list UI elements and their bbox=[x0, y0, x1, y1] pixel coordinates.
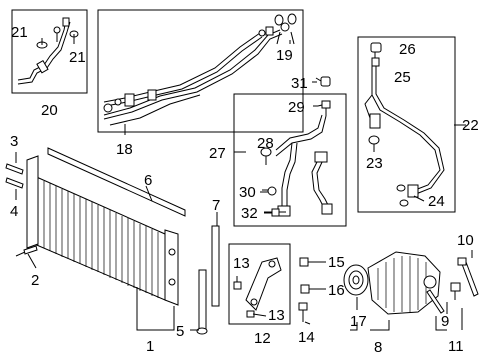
callout-18: 18 bbox=[116, 141, 133, 158]
callout-22: 22 bbox=[462, 117, 479, 134]
callout-9: 9 bbox=[441, 313, 449, 330]
bolt-2 bbox=[15, 245, 38, 257]
callout-21b: 21 bbox=[69, 49, 86, 66]
callout-30: 30 bbox=[239, 184, 256, 201]
o-ring-28 bbox=[260, 147, 272, 165]
nut-13-bottom bbox=[246, 310, 255, 318]
valve-cap-31 bbox=[320, 76, 331, 87]
nut-11 bbox=[450, 282, 461, 300]
callout-6: 6 bbox=[144, 172, 152, 189]
callout-23: 23 bbox=[366, 155, 383, 172]
callout-27: 27 bbox=[209, 145, 226, 162]
leader-lines bbox=[15, 34, 473, 331]
drier-7 bbox=[211, 225, 220, 307]
callout-31: 31 bbox=[291, 75, 308, 92]
line-27 bbox=[275, 114, 333, 217]
drier-5 bbox=[196, 269, 208, 335]
o-ring-23 bbox=[368, 135, 380, 145]
callout-4: 4 bbox=[10, 203, 18, 220]
callout-15: 15 bbox=[328, 254, 345, 271]
callout-21a: 21 bbox=[11, 24, 28, 41]
bolt-3 bbox=[5, 163, 24, 175]
callout-17: 17 bbox=[350, 313, 367, 330]
callout-25: 25 bbox=[394, 69, 411, 86]
arrow-markers bbox=[260, 81, 322, 290]
callout-14: 14 bbox=[298, 329, 315, 346]
nut-30 bbox=[267, 186, 277, 196]
clutch-17 bbox=[343, 264, 369, 296]
callout-13b: 13 bbox=[268, 307, 285, 324]
compressor-8 bbox=[367, 251, 441, 315]
callout-5: 5 bbox=[176, 323, 184, 340]
valve-cap-26 bbox=[370, 42, 382, 53]
group-box-27 bbox=[233, 93, 347, 227]
callout-13a: 13 bbox=[233, 255, 250, 272]
callout-10: 10 bbox=[457, 232, 474, 249]
callout-3: 3 bbox=[10, 133, 18, 150]
callout-29: 29 bbox=[288, 99, 305, 116]
callout-32: 32 bbox=[241, 205, 258, 222]
callout-20: 20 bbox=[41, 102, 58, 119]
group-box-12 bbox=[228, 243, 291, 325]
callout-12: 12 bbox=[254, 330, 271, 347]
nut-13-top bbox=[233, 281, 242, 290]
bolt-29 bbox=[321, 100, 331, 116]
bracket-12 bbox=[245, 257, 282, 311]
callout-24: 24 bbox=[428, 193, 445, 210]
o-ring-19-kit bbox=[274, 13, 297, 45]
hose-22 bbox=[364, 66, 445, 198]
callout-8: 8 bbox=[374, 339, 382, 356]
callout-16: 16 bbox=[328, 282, 345, 299]
group-box-20 bbox=[11, 9, 88, 94]
callout-2: 2 bbox=[31, 272, 39, 289]
stud-10 bbox=[457, 257, 479, 297]
hose-assembly-20 bbox=[17, 17, 71, 85]
valve-25 bbox=[371, 57, 380, 67]
callout-28: 28 bbox=[257, 135, 274, 152]
callout-7: 7 bbox=[212, 197, 220, 214]
callout-11: 11 bbox=[448, 338, 464, 355]
callout-1: 1 bbox=[146, 338, 154, 355]
condenser-1 bbox=[26, 155, 179, 306]
callout-19: 19 bbox=[276, 47, 293, 64]
bolt-14 bbox=[298, 302, 308, 322]
bolt-9 bbox=[426, 289, 445, 314]
bolt-4 bbox=[5, 177, 24, 189]
group-box-18 bbox=[97, 9, 304, 133]
pipe-assembly-18 bbox=[103, 26, 283, 126]
callout-26: 26 bbox=[399, 41, 416, 58]
o-ring-24-kit bbox=[396, 184, 409, 207]
